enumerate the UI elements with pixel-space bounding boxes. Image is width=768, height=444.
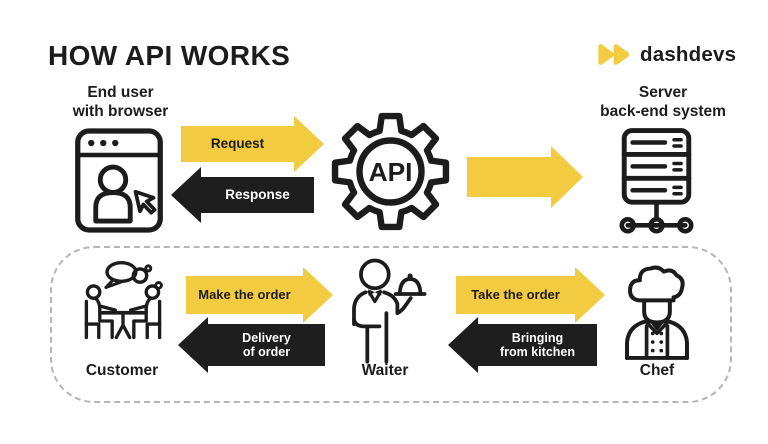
delivery-arrow-head bbox=[178, 317, 208, 373]
take-order-arrow: Take the order bbox=[456, 267, 605, 323]
waiter-label: Waiter bbox=[361, 362, 409, 379]
server-rack-network-icon bbox=[619, 128, 694, 234]
response-arrow-head bbox=[171, 167, 201, 223]
customers-at-table-icon bbox=[84, 261, 163, 340]
request-arrow: Request bbox=[181, 116, 324, 172]
api-to-server-arrow-body bbox=[467, 157, 551, 197]
dashdevs-logo-text: dashdevs bbox=[640, 42, 737, 66]
take-order-arrow-head bbox=[575, 267, 605, 323]
bringing-arrow: Bringing from kitchen bbox=[448, 317, 597, 373]
response-arrow: Response bbox=[171, 167, 314, 223]
make-order-arrow: Make the order bbox=[186, 267, 333, 323]
waiter-with-tray-icon bbox=[352, 258, 427, 364]
gear-api-icon: API bbox=[331, 112, 450, 231]
chef-label: Chef bbox=[639, 362, 675, 379]
end-user-label: End user with browser bbox=[72, 84, 169, 120]
take-order-arrow-label: Take the order bbox=[456, 276, 575, 314]
bringing-arrow-label: Bringing from kitchen bbox=[478, 324, 597, 366]
response-arrow-label: Response bbox=[201, 177, 314, 213]
page-title: HOW API WORKS bbox=[48, 40, 291, 71]
api-to-server-arrow bbox=[467, 146, 583, 208]
chef-icon bbox=[625, 265, 689, 360]
api-to-server-arrow-head bbox=[551, 146, 583, 208]
delivery-arrow-label: Delivery of order bbox=[208, 324, 325, 366]
delivery-arrow: Delivery of order bbox=[178, 317, 325, 373]
server-label: Server back-end system bbox=[600, 84, 726, 120]
make-order-arrow-label: Make the order bbox=[186, 276, 303, 314]
request-arrow-head bbox=[294, 116, 324, 172]
dashdevs-logo: dashdevs bbox=[597, 42, 736, 67]
make-order-arrow-head bbox=[303, 267, 333, 323]
double-play-triangles-icon bbox=[598, 44, 630, 65]
restaurant-analogy-box bbox=[50, 246, 732, 403]
request-arrow-label: Request bbox=[181, 126, 294, 162]
browser-user-icon bbox=[75, 128, 163, 233]
bringing-arrow-head bbox=[448, 317, 478, 373]
customer-label: Customer bbox=[85, 362, 159, 379]
api-label: API bbox=[369, 157, 413, 187]
